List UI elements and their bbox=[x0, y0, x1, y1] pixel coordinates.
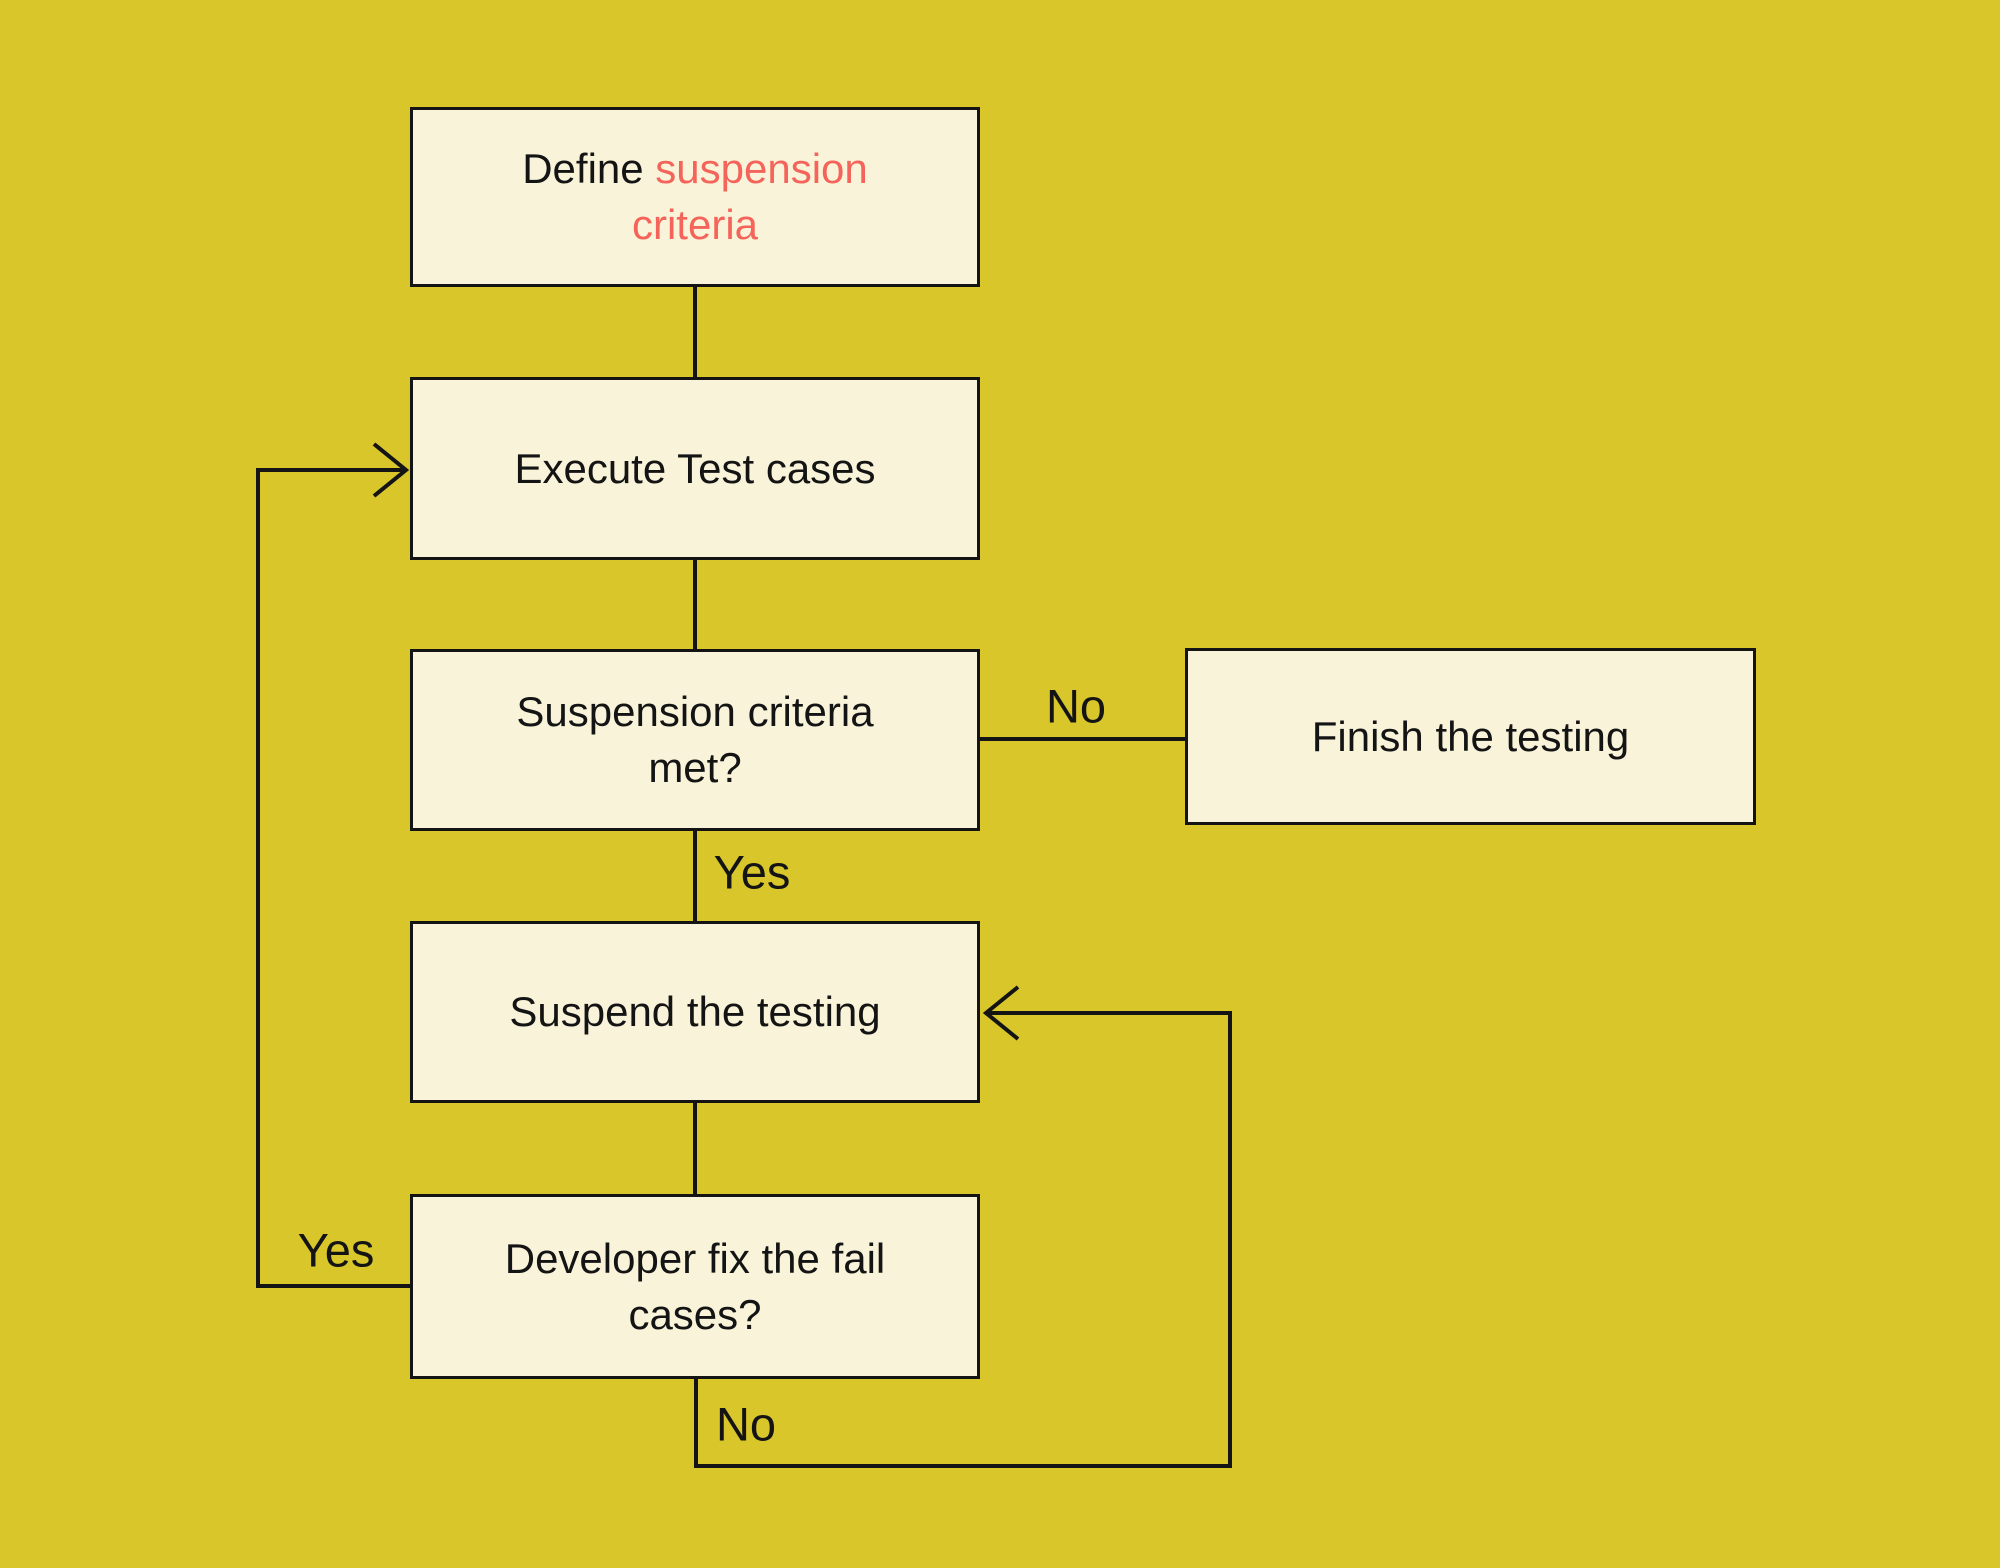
arrowhead-into-execute bbox=[372, 442, 410, 498]
node-define-suspension-criteria: Define suspension criteria bbox=[410, 107, 980, 287]
node-criteria-label: Suspension criteria met? bbox=[486, 684, 903, 796]
node-suspend-the-testing: Suspend the testing bbox=[410, 921, 980, 1103]
node-execute-label: Execute Test cases bbox=[514, 444, 876, 492]
node-suspension-criteria-met: Suspension criteria met? bbox=[410, 649, 980, 831]
node-developer-fix-fail-cases: Developer fix the fail cases? bbox=[410, 1194, 980, 1379]
edge-devfix-to-execute-loop bbox=[256, 468, 410, 1288]
node-criteria-line2: met? bbox=[648, 744, 742, 791]
node-devfix-line1: Developer fix the fail bbox=[504, 1234, 886, 1282]
edge-label-no-to-finish: No bbox=[1045, 679, 1107, 733]
node-criteria-line1: Suspension criteria bbox=[516, 688, 874, 736]
node-suspend-label: Suspend the testing bbox=[509, 988, 881, 1036]
edge-label-yes-to-execute: Yes bbox=[297, 1223, 375, 1277]
node-devfix-line2: cases? bbox=[628, 1290, 762, 1338]
node-execute-test-cases: Execute Test cases bbox=[410, 377, 980, 560]
edge-label-no-to-suspend: No bbox=[715, 1397, 777, 1451]
node-define-line1: Define suspension bbox=[522, 145, 868, 193]
node-finish-the-testing: Finish the testing bbox=[1185, 648, 1756, 825]
edge-label-yes-to-suspend: Yes bbox=[713, 845, 791, 899]
node-finish-label: Finish the testing bbox=[1311, 712, 1630, 760]
arrowhead-into-suspend bbox=[982, 985, 1020, 1041]
node-devfix-label: Developer fix the fail cases? bbox=[475, 1231, 916, 1343]
node-define-label: Define suspension criteria bbox=[492, 141, 898, 253]
node-define-line2: criteria bbox=[631, 201, 759, 248]
